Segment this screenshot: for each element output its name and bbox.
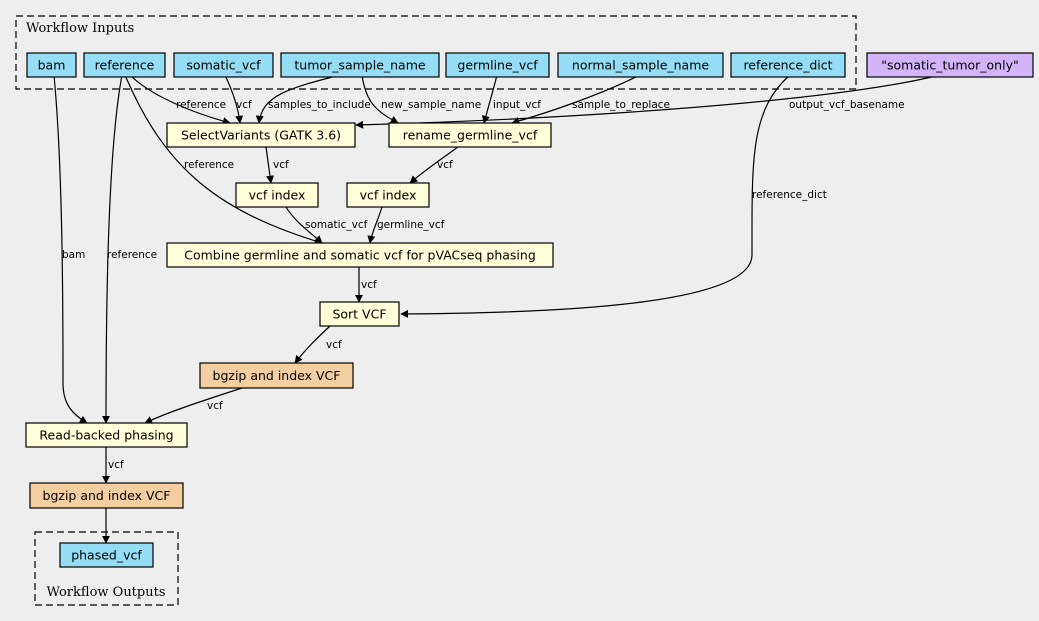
edge-reference-phasing: [102, 74, 123, 424]
edge-label-sort-bgzip: vcf: [326, 339, 342, 351]
input-somatic-vcf: somatic_vcf: [173, 52, 274, 78]
edge-label-bam-phasing: bam: [62, 249, 85, 261]
edge-label-reference-dict: reference_dict: [752, 189, 827, 201]
step-bgzip-index-vcf-2: bgzip and index VCF: [29, 482, 184, 509]
edge-label-phasing-bgzip: vcf: [108, 459, 124, 471]
input-tumor-sample-name-label: tumor_sample_name: [294, 58, 425, 73]
workflow-inputs-cluster: Workflow Inputs: [15, 15, 857, 90]
step-vcf-index-somatic: vcf index: [235, 182, 319, 208]
edge-label-reference-select: reference: [176, 99, 226, 111]
edge-labels: reference vcf samples_to_include new_sam…: [62, 99, 905, 471]
edge-bgzip1-phasing: [144, 387, 243, 424]
step-bgzip-index-vcf-2-label: bgzip and index VCF: [43, 488, 171, 503]
step-read-backed-phasing: Read-backed phasing: [25, 422, 188, 448]
edge-literal-selectvariants: [355, 74, 941, 129]
input-bam: bam: [26, 52, 77, 78]
input-reference-dict-label: reference_dict: [743, 58, 832, 73]
input-germline-vcf: germline_vcf: [445, 52, 550, 78]
input-reference-label: reference: [95, 58, 155, 73]
edge-label-select-index: vcf: [273, 159, 289, 171]
input-bam-label: bam: [38, 58, 66, 73]
edge-label-vcf-select: vcf: [236, 99, 252, 111]
edge-tumorsample-selectvariants: [255, 74, 341, 124]
edge-label-output-vcf-basename: output_vcf_basename: [789, 99, 905, 111]
edge-label-germline-vcf: germline_vcf: [377, 219, 445, 231]
edge-label-bgzip-phasing: vcf: [207, 400, 223, 412]
edges: [53, 74, 941, 544]
edge-normalsample-rename: [511, 74, 641, 125]
edge-vcfindex1-combine: [285, 206, 323, 244]
input-tumor-sample-name: tumor_sample_name: [280, 52, 440, 78]
step-rename-germline-vcf-label: rename_germline_vcf: [403, 128, 538, 143]
edge-vcfindex2-combine: [367, 206, 383, 244]
edge-label-new-sample-name: new_sample_name: [381, 99, 481, 111]
edge-sortvcf-bgzip1: [294, 325, 331, 364]
input-reference: reference: [83, 52, 166, 78]
edge-label-sample-to-replace: sample_to_replace: [572, 99, 670, 111]
edge-rename-vcfindex: [409, 146, 459, 184]
workflow-inputs-label: Workflow Inputs: [26, 21, 134, 36]
input-germline-vcf-label: germline_vcf: [457, 58, 538, 73]
output-phased-vcf: phased_vcf: [59, 542, 154, 568]
step-bgzip-index-vcf-1: bgzip and index VCF: [199, 362, 354, 389]
edge-label-somatic-vcf: somatic_vcf: [305, 219, 368, 231]
step-select-variants-label: SelectVariants (GATK 3.6): [181, 128, 341, 143]
edge-label-reference-phasing: reference: [107, 249, 157, 261]
edge-label-input-vcf: input_vcf: [493, 99, 541, 111]
edge-reference-combine: [124, 74, 323, 245]
step-read-backed-phasing-label: Read-backed phasing: [39, 428, 173, 443]
edge-label-combine-sort: vcf: [361, 279, 377, 291]
literal-somatic-tumor-only: "somatic_tumor_only": [866, 52, 1034, 78]
step-vcf-index-germline-label: vcf index: [360, 188, 417, 203]
edge-referencedict-sortvcf: [400, 74, 791, 318]
edge-selectvariants-vcfindex: [265, 146, 274, 184]
step-bgzip-index-vcf-1-label: bgzip and index VCF: [213, 368, 341, 383]
workflow-outputs-label: Workflow Outputs: [47, 585, 166, 600]
output-phased-vcf-label: phased_vcf: [71, 548, 142, 563]
literal-somatic-tumor-only-label: "somatic_tumor_only": [881, 58, 1018, 73]
edge-somaticvcf-selectvariants: [224, 74, 244, 124]
edge-label-samples-to-include: samples_to_include: [268, 99, 371, 111]
input-somatic-vcf-label: somatic_vcf: [186, 58, 261, 73]
edge-germlinevcf-rename: [481, 74, 498, 124]
step-sort-vcf: Sort VCF: [319, 301, 400, 327]
edge-label-rename-index: vcf: [437, 159, 453, 171]
input-normal-sample-name-label: normal_sample_name: [572, 58, 710, 73]
edge-tumorsample-rename: [361, 74, 399, 124]
step-combine-variants-label: Combine germline and somatic vcf for pVA…: [184, 248, 536, 263]
edge-bam-phasing: [53, 74, 88, 424]
input-normal-sample-name: normal_sample_name: [557, 52, 724, 78]
step-vcf-index-germline: vcf index: [346, 182, 430, 208]
step-rename-germline-vcf: rename_germline_vcf: [388, 122, 552, 148]
step-combine-variants: Combine germline and somatic vcf for pVA…: [166, 242, 554, 268]
input-reference-dict: reference_dict: [730, 52, 846, 78]
step-vcf-index-somatic-label: vcf index: [249, 188, 306, 203]
edge-reference-selectvariants: [129, 74, 231, 125]
step-select-variants: SelectVariants (GATK 3.6): [166, 122, 356, 148]
step-sort-vcf-label: Sort VCF: [332, 307, 386, 322]
edge-label-reference-combine: reference: [184, 159, 234, 171]
